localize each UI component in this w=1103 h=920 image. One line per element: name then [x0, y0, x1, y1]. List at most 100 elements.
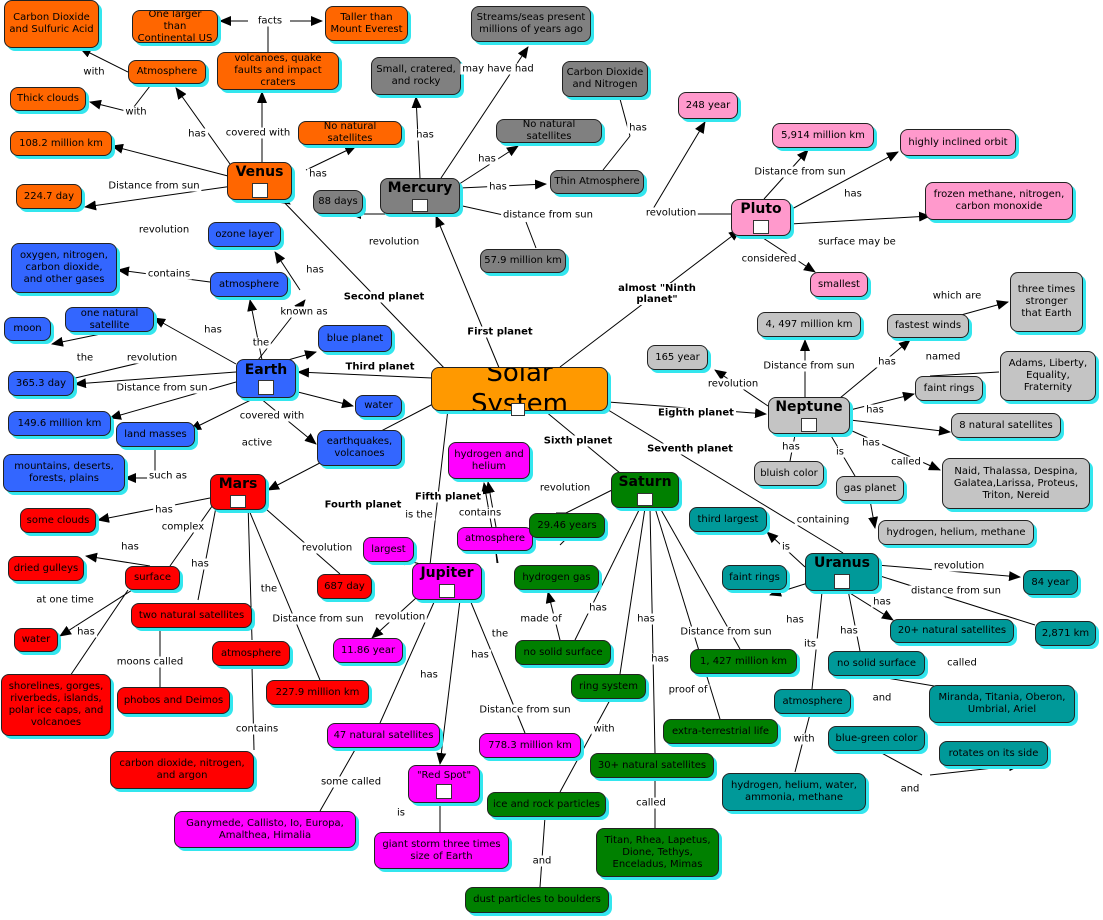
document-icon[interactable]: [753, 219, 769, 234]
mars-two-satellites[interactable]: two natural satellites: [131, 603, 252, 628]
mars-surface[interactable]: surface: [125, 566, 180, 590]
jupiter-red-spot[interactable]: "Red Spot": [408, 765, 480, 803]
mercury-atmosphere-gases[interactable]: Carbon Dioxide and Nitrogen: [562, 61, 648, 97]
mars-distance[interactable]: 227.9 million km: [266, 680, 369, 705]
earth-distance[interactable]: 149.6 million km: [8, 411, 111, 436]
earth-ozone[interactable]: ozone layer: [208, 222, 281, 247]
document-icon[interactable]: [511, 403, 525, 416]
neptune-ring-names[interactable]: Adams, Liberty, Equality, Fraternity: [1000, 351, 1096, 401]
uranus-atmosphere[interactable]: atmosphere: [774, 689, 851, 714]
mercury-revolution[interactable]: 88 days: [313, 190, 363, 214]
uranus-moons[interactable]: Miranda, Titania, Oberon, Umbrial, Ariel: [929, 685, 1075, 723]
mars-atmosphere[interactable]: atmosphere: [212, 641, 290, 666]
uranus-color[interactable]: blue-green color: [828, 726, 925, 751]
document-icon[interactable]: [251, 182, 268, 198]
saturn-dust[interactable]: dust particles to boulders: [465, 887, 609, 913]
uranus-gases[interactable]: hydrogen, helium, water, ammonia, methan…: [722, 773, 866, 811]
jupiter-largest[interactable]: largest: [363, 537, 414, 562]
venus-mountain-height[interactable]: Taller than Mount Everest: [325, 6, 408, 41]
neptune-gases[interactable]: hydrogen, helium, methane: [878, 520, 1034, 545]
saturn-no-surface[interactable]: no solid surface: [515, 640, 611, 665]
saturn-satellites[interactable]: 30+ natural satellites: [590, 753, 714, 778]
neptune-node[interactable]: Neptune: [768, 397, 850, 434]
earth-land-masses[interactable]: land masses: [116, 422, 195, 447]
uranus-revolution[interactable]: 84 year: [1023, 570, 1078, 595]
neptune-distance[interactable]: 4, 497 million km: [757, 312, 861, 337]
saturn-distance[interactable]: 1, 427 million km: [690, 649, 797, 674]
mercury-no-satellites[interactable]: No natural satellites: [496, 119, 602, 143]
uranus-third-largest[interactable]: third largest: [689, 507, 767, 532]
venus-revolution[interactable]: 224.7 day: [16, 184, 82, 209]
mars-clouds[interactable]: some clouds: [20, 508, 96, 533]
mars-surface-features[interactable]: shorelines, gorges, riverbeds, islands, …: [1, 674, 111, 736]
jupiter-satellites[interactable]: 47 natural satellites: [327, 723, 440, 748]
mars-moons[interactable]: phobos and Deimos: [117, 687, 230, 714]
document-icon[interactable]: [258, 380, 274, 396]
earth-node[interactable]: Earth: [236, 359, 296, 398]
jupiter-moons[interactable]: Ganymede, Callisto, Io, Europa, Amalthea…: [174, 811, 356, 848]
uranus-distance[interactable]: 2,871 km: [1035, 621, 1096, 646]
venus-surface-features[interactable]: volcanoes, quake faults and impact crate…: [217, 52, 339, 90]
neptune-revolution[interactable]: 165 year: [647, 345, 708, 370]
mercury-thin-atmosphere[interactable]: Thin Atmosphere: [550, 170, 644, 194]
uranus-satellites[interactable]: 20+ natural satellites: [890, 619, 1014, 643]
document-icon[interactable]: [412, 198, 428, 212]
earth-revolution[interactable]: 365.3 day: [8, 371, 74, 396]
document-icon[interactable]: [436, 783, 452, 799]
earth-one-satellite[interactable]: one natural satellite: [65, 307, 154, 332]
document-icon[interactable]: [834, 573, 850, 589]
neptune-bluish[interactable]: bluish color: [754, 461, 824, 486]
saturn-rings[interactable]: ring system: [571, 674, 646, 699]
mercury-streams[interactable]: Streams/seas present millions of years a…: [471, 6, 591, 42]
earth-gases[interactable]: oxygen, nitrogen, carbon dioxide, and ot…: [11, 243, 117, 293]
venus-thick-clouds[interactable]: Thick clouds: [10, 87, 86, 111]
venus-atmosphere-composition[interactable]: Carbon Dioxide and Sulfuric Acid: [4, 0, 99, 48]
neptune-gas-planet[interactable]: gas planet: [836, 476, 904, 501]
uranus-rotation[interactable]: rotates on its side: [939, 741, 1048, 766]
mercury-distance[interactable]: 57.9 million km: [480, 249, 566, 273]
saturn-life[interactable]: extra-terrestrial life: [663, 719, 778, 744]
earth-water[interactable]: water: [355, 395, 402, 417]
earth-moon[interactable]: moon: [4, 317, 51, 341]
jupiter-revolution[interactable]: 11.86 year: [333, 638, 403, 663]
jupiter-composition[interactable]: hydrogen and helium: [448, 442, 530, 479]
neptune-moons[interactable]: Naid, Thalassa, Despina, Galatea,Larissa…: [942, 458, 1090, 509]
earth-activity[interactable]: earthquakes, volcanoes: [317, 430, 402, 466]
venus-atmosphere[interactable]: Atmosphere: [128, 60, 206, 84]
uranus-rings[interactable]: faint rings: [722, 565, 787, 590]
jupiter-storm[interactable]: giant storm three times size of Earth: [374, 832, 509, 869]
document-icon[interactable]: [439, 583, 455, 598]
mercury-node[interactable]: Mercury: [380, 178, 460, 214]
earth-landforms[interactable]: mountains, deserts, forests, plains: [3, 454, 125, 492]
neptune-winds[interactable]: fastest winds: [887, 314, 969, 338]
neptune-satellites[interactable]: 8 natural satellites: [951, 413, 1061, 438]
neptune-rings[interactable]: faint rings: [915, 376, 983, 401]
document-icon[interactable]: [801, 417, 817, 432]
earth-blue-planet[interactable]: blue planet: [318, 325, 392, 352]
earth-atmosphere[interactable]: atmosphere: [210, 272, 288, 297]
venus-distance[interactable]: 108.2 million km: [10, 131, 112, 156]
pluto-revolution[interactable]: 248 year: [678, 92, 738, 119]
uranus-no-surface[interactable]: no solid surface: [828, 651, 925, 676]
saturn-hydrogen[interactable]: hydrogen gas: [514, 565, 599, 590]
document-icon[interactable]: [637, 492, 653, 506]
pluto-node[interactable]: Pluto: [731, 199, 791, 236]
saturn-node[interactable]: Saturn: [611, 472, 679, 508]
venus-no-satellites[interactable]: No natural satellites: [298, 121, 402, 145]
uranus-node[interactable]: Uranus: [805, 553, 879, 591]
pluto-smallest[interactable]: smallest: [810, 272, 868, 297]
saturn-moons[interactable]: Titan, Rhea, Lapetus, Dione, Tethys, Enc…: [596, 828, 719, 877]
pluto-orbit[interactable]: highly inclined orbit: [900, 129, 1016, 156]
mercury-small-rocky[interactable]: Small, cratered, and rocky: [371, 57, 461, 95]
jupiter-distance[interactable]: 778.3 million km: [479, 733, 581, 758]
mars-water[interactable]: water: [14, 628, 58, 652]
document-icon[interactable]: [230, 494, 246, 508]
neptune-winds-strength[interactable]: three times stronger that Earth: [1010, 272, 1083, 332]
saturn-ring-particles[interactable]: ice and rock particles: [487, 792, 606, 817]
pluto-surface[interactable]: frozen methane, nitrogen, carbon monoxid…: [925, 182, 1073, 220]
venus-node[interactable]: Venus: [227, 162, 292, 200]
pluto-distance[interactable]: 5,914 million km: [772, 123, 874, 148]
jupiter-node[interactable]: Jupiter: [412, 563, 482, 600]
mars-atmosphere-gases[interactable]: carbon dioxide, nitrogen, and argon: [110, 751, 254, 789]
jupiter-atmosphere[interactable]: atmosphere: [457, 527, 533, 551]
